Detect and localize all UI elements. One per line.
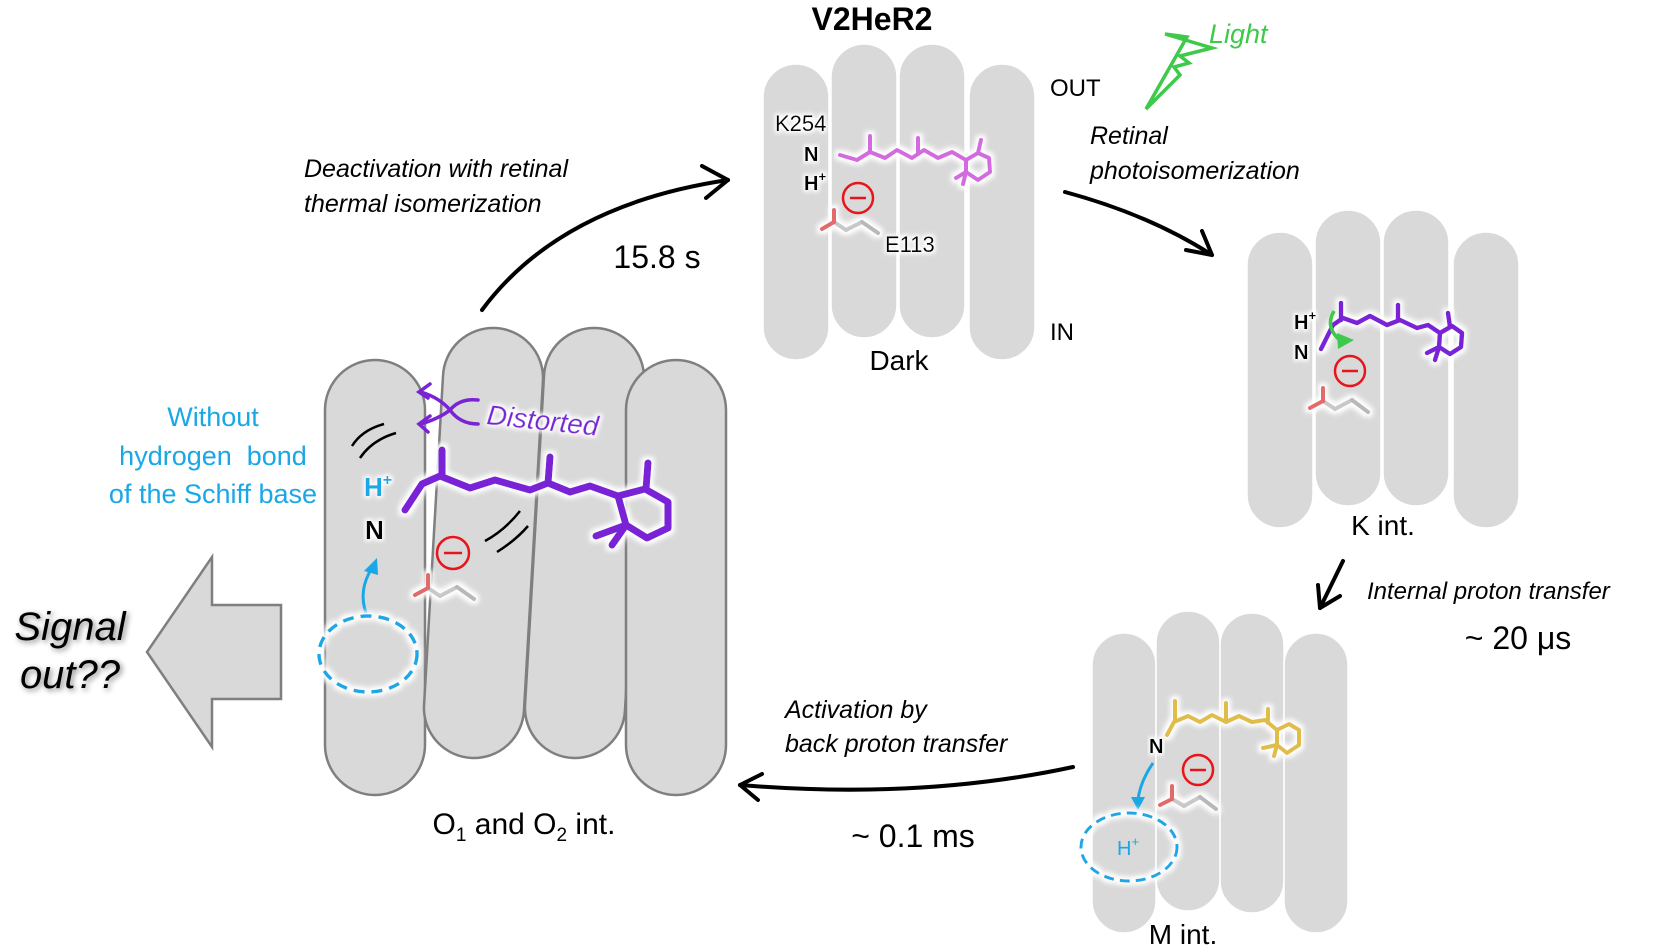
arrow-m-to-o bbox=[738, 765, 1075, 802]
k-state-label: K int. bbox=[1351, 510, 1415, 541]
helix bbox=[1314, 209, 1382, 507]
in-label: IN bbox=[1050, 319, 1074, 346]
dark-glutamate bbox=[820, 208, 880, 235]
signal-out-arrow-icon bbox=[145, 552, 283, 752]
back-proton-transfer-desc-line1: Activation by bbox=[783, 696, 928, 724]
photoisomerization-desc-line1: Retinal bbox=[1090, 122, 1169, 150]
k-retinal bbox=[1318, 300, 1465, 363]
no-hydrogen-bond-note-line2: hydrogen bond bbox=[119, 441, 307, 471]
rotation-arrowhead bbox=[1337, 333, 1354, 349]
m-state: N H+ M int. bbox=[1079, 610, 1349, 948]
k-state: H+ N K int. bbox=[1246, 209, 1520, 541]
helix bbox=[1091, 632, 1157, 934]
residue-e113-label: E113 bbox=[885, 232, 935, 257]
negative-charge-icon bbox=[1333, 354, 1367, 388]
residue-k254-label: K254 bbox=[775, 111, 826, 136]
helix bbox=[762, 63, 830, 361]
k-helices bbox=[1246, 209, 1520, 529]
proton-release-arrowhead bbox=[1131, 797, 1145, 810]
o-glutamate bbox=[413, 573, 476, 601]
thermal-isomerization-desc-line1: Deactivation with retinal bbox=[304, 155, 569, 183]
helix bbox=[1246, 231, 1314, 529]
o-state-label: O1 and O2 int. bbox=[433, 808, 616, 846]
arrow-k-to-m bbox=[1316, 559, 1345, 610]
schiff-base-n-label: N bbox=[365, 515, 384, 545]
o-helices bbox=[323, 326, 728, 797]
negative-charge-icon bbox=[1181, 753, 1215, 787]
proton-label: H+ bbox=[1294, 308, 1316, 334]
no-hydrogen-bond-note-line1: Without bbox=[167, 402, 259, 432]
schiff-base-n-label: N bbox=[1294, 342, 1308, 364]
o-retinal bbox=[401, 446, 672, 549]
proton-release-arrow-icon bbox=[1136, 762, 1155, 801]
back-proton-transfer-desc-line2: back proton transfer bbox=[785, 730, 1009, 758]
dark-state: K254 N H+ E113 OUT IN Dark bbox=[762, 43, 1101, 376]
schiff-base-n-label: N bbox=[1149, 736, 1163, 758]
light-label: Light bbox=[1209, 19, 1269, 49]
k-glutamate bbox=[1308, 386, 1370, 414]
signal-out-line2: out?? bbox=[20, 653, 121, 697]
o-to-dark-time: 15.8 s bbox=[613, 239, 700, 275]
proton-uptake-arrowhead bbox=[364, 558, 378, 575]
negative-charge-icon bbox=[841, 181, 875, 215]
thermal-isomerization-desc-line2: thermal isomerization bbox=[304, 190, 542, 218]
proton-label: H+ bbox=[364, 472, 392, 502]
dark-retinal bbox=[838, 134, 992, 186]
k-to-m-time: ~ 20 μs bbox=[1465, 620, 1572, 656]
proton-release-site bbox=[1079, 811, 1179, 883]
dark-helices bbox=[762, 43, 1036, 361]
o-state: Distorted H+ N O1 and O2 int. Without hy… bbox=[109, 326, 728, 846]
distorted-icon bbox=[415, 382, 480, 434]
steric-clash-marks bbox=[350, 422, 529, 554]
m-glutamate bbox=[1158, 784, 1218, 811]
negative-charge-icon bbox=[435, 535, 471, 571]
m-to-o-time: ~ 0.1 ms bbox=[851, 818, 975, 854]
proton-uptake-site bbox=[317, 614, 419, 694]
proton-label: H+ bbox=[1117, 834, 1139, 860]
arrow-o-to-dark bbox=[480, 164, 730, 312]
helix bbox=[1452, 231, 1520, 529]
no-hydrogen-bond-note-line3: of the Schiff base bbox=[109, 479, 317, 509]
schiff-base-n-label: N bbox=[804, 144, 818, 166]
helix bbox=[1283, 632, 1349, 934]
internal-proton-transfer-desc: Internal proton transfer bbox=[1367, 578, 1611, 605]
dark-state-label: Dark bbox=[869, 345, 929, 376]
helix bbox=[1219, 612, 1285, 914]
helix bbox=[323, 358, 427, 797]
proton-label: H+ bbox=[804, 169, 826, 195]
m-state-label: M int. bbox=[1149, 919, 1217, 948]
m-retinal bbox=[1165, 699, 1301, 758]
photoisomerization-desc-line2: photoisomerization bbox=[1089, 157, 1300, 185]
helix bbox=[1382, 209, 1450, 507]
out-label: OUT bbox=[1050, 75, 1101, 102]
helix bbox=[898, 43, 966, 339]
diagram-title: V2HeR2 bbox=[812, 1, 933, 37]
helix bbox=[830, 43, 898, 339]
m-helices bbox=[1091, 610, 1349, 934]
arrow-dark-to-k bbox=[1063, 190, 1214, 257]
light-bolt-icon bbox=[1144, 32, 1219, 111]
helix bbox=[968, 63, 1036, 361]
helix bbox=[624, 358, 728, 797]
signal-out-text: Signal out?? bbox=[14, 605, 126, 697]
signal-out-line1: Signal bbox=[14, 605, 126, 649]
